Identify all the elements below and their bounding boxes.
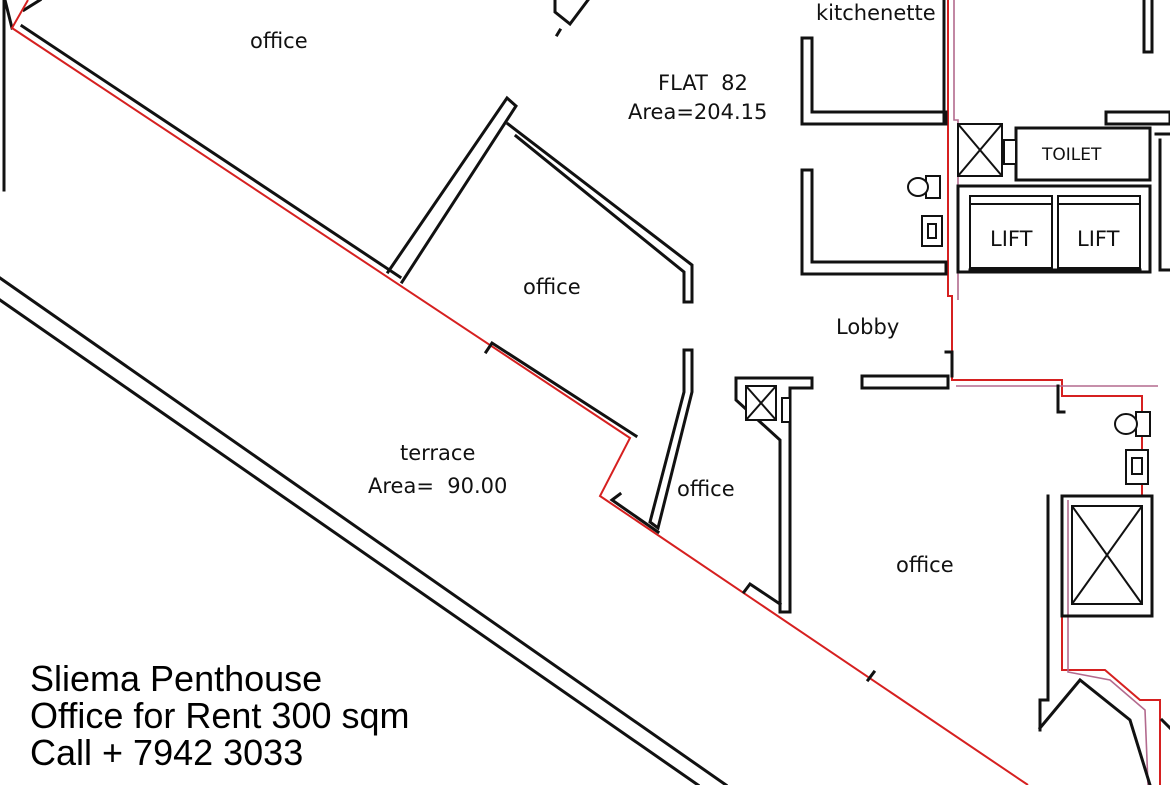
walls-office-mid (385, 95, 694, 535)
promo-subtitle: Office for Rent 300 sqm (30, 695, 410, 736)
terrace-area: Area= 90.00 (368, 474, 507, 498)
walls-lobby (860, 350, 1066, 414)
room-label-toilet: TOILET (1041, 145, 1102, 165)
room-label-office-right: office (896, 553, 954, 577)
room-label-office-lower: office (677, 477, 735, 501)
flat-name: FLAT 82 (658, 71, 748, 95)
terrace-name: terrace (400, 441, 475, 465)
room-label-office-top: office (250, 29, 308, 53)
walls-office-top (553, 0, 590, 38)
room-label-kitchenette: kitchenette (816, 1, 936, 25)
facade-walls (0, 0, 729, 785)
shaft-right (1037, 494, 1170, 785)
room-label-lift-left: LIFT (990, 227, 1033, 251)
promo-title: Sliema Penthouse (30, 658, 323, 699)
wc-fixtures-top (907, 175, 943, 247)
room-label-office-mid: office (523, 275, 581, 299)
shaft-top (957, 123, 1017, 177)
shaft-small (745, 385, 791, 423)
promo-phone: Call + 7942 3033 (30, 732, 304, 773)
service-line (953, 0, 1158, 785)
promo-caption: Sliema Penthouse Office for Rent 300 sqm… (30, 660, 410, 771)
wc-fixtures-lower (1114, 411, 1151, 485)
lift-block (956, 184, 1152, 274)
room-label-lobby: Lobby (836, 315, 899, 339)
flat-area: Area=204.15 (628, 100, 767, 124)
room-label-lift-right: LIFT (1077, 227, 1120, 251)
